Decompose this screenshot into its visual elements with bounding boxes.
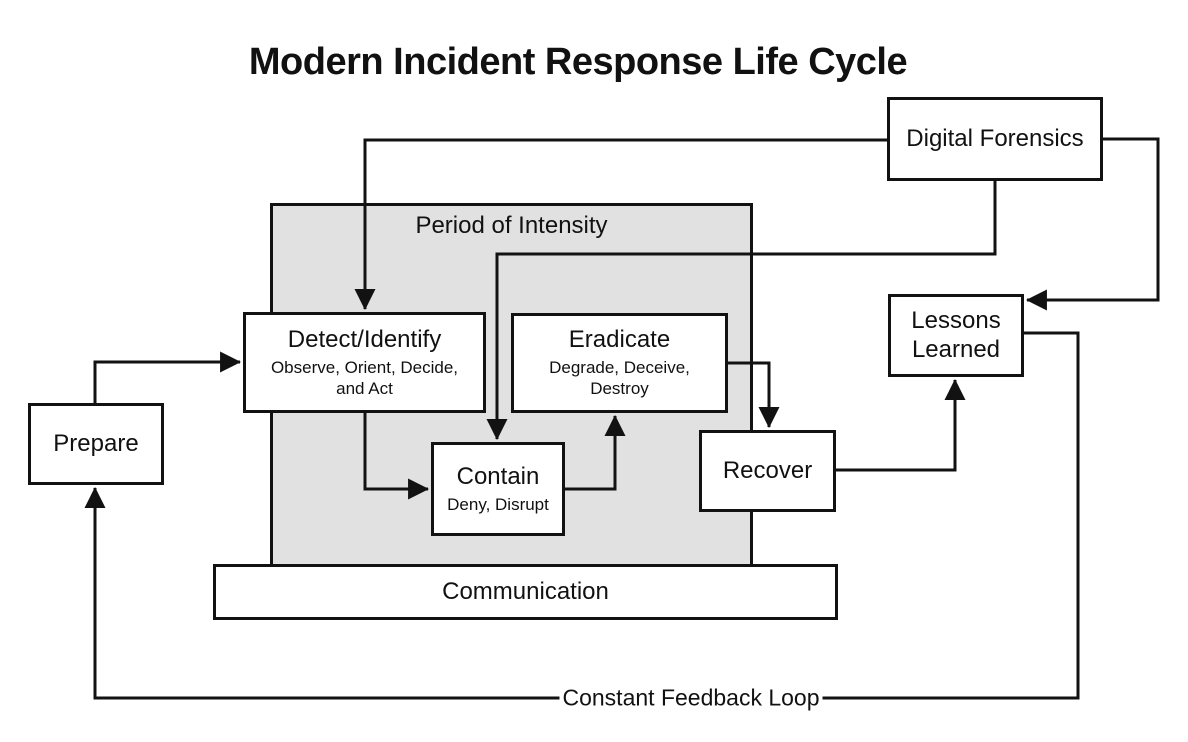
edge-contain-to-eradicate	[563, 414, 626, 491]
node-eradicate-sublabel: Degrade, Deceive, Destroy	[549, 358, 690, 399]
diagram-title: Modern Incident Response Life Cycle	[248, 41, 908, 83]
node-eradicate: Eradicate Degrade, Deceive, Destroy	[511, 313, 728, 413]
edge-lessons-to-prepare-feedback-loop	[84, 331, 1080, 700]
edge-forensics-to-detect	[354, 138, 888, 311]
node-eradicate-label: Eradicate	[568, 326, 671, 354]
node-detect-identify: Detect/Identify Observe, Orient, Decide,…	[243, 312, 486, 413]
node-detect-identify-sublabel: Observe, Orient, Decide, and Act	[270, 357, 459, 398]
edge-prepare-to-detect	[93, 351, 242, 404]
communication-bar: Communication	[213, 564, 838, 620]
communication-label: Communication	[442, 578, 609, 605]
edge-detect-to-contain	[363, 412, 430, 500]
node-detect-identify-label: Detect/Identify	[287, 325, 442, 353]
node-lessons-learned: Lessons Learned	[888, 294, 1024, 377]
constant-feedback-loop-label: Constant Feedback Loop	[559, 684, 823, 712]
edge-forensics-to-lessons	[1025, 137, 1160, 311]
node-contain: Contain Deny, Disrupt	[431, 442, 565, 536]
node-prepare-label: Prepare	[53, 429, 139, 457]
edge-recover-to-lessons	[834, 378, 966, 472]
edge-forensics-to-contain	[486, 180, 997, 441]
node-recover-label: Recover	[722, 456, 813, 484]
node-lessons-learned-label: Lessons Learned	[911, 306, 1001, 363]
period-of-intensity-label: Period of Intensity	[415, 212, 608, 239]
node-digital-forensics: Digital Forensics	[887, 97, 1103, 181]
node-recover: Recover	[699, 430, 836, 512]
node-contain-label: Contain	[456, 462, 540, 490]
node-digital-forensics-label: Digital Forensics	[906, 124, 1084, 152]
node-contain-sublabel: Deny, Disrupt	[447, 494, 549, 514]
node-prepare: Prepare	[28, 403, 164, 485]
edge-eradicate-to-recover	[726, 361, 780, 429]
